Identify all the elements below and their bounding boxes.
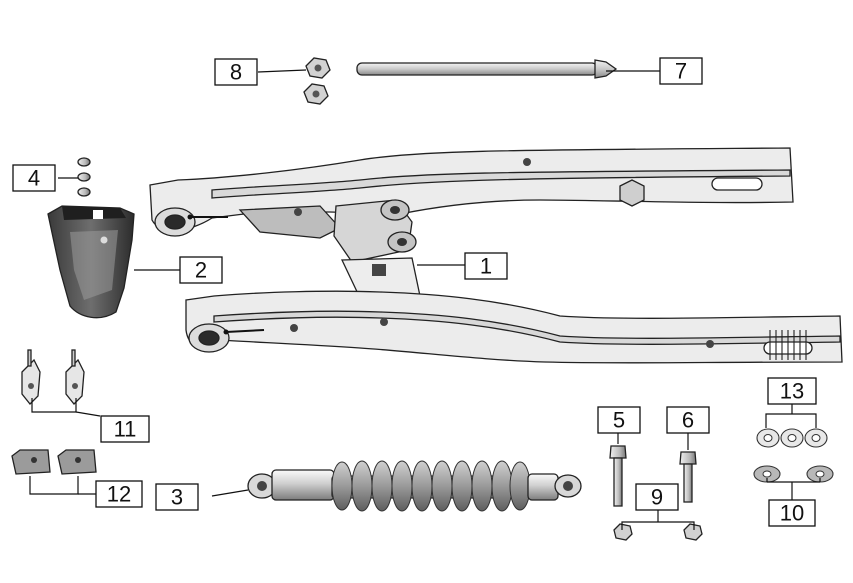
thin-washers bbox=[756, 428, 828, 448]
callout-6: 6 bbox=[666, 406, 710, 434]
svg-text:8: 8 bbox=[230, 60, 242, 85]
svg-text:9: 9 bbox=[651, 485, 663, 510]
svg-text:5: 5 bbox=[613, 408, 625, 433]
shock-nuts bbox=[613, 523, 703, 541]
swingarm bbox=[149, 147, 843, 364]
chain-guard bbox=[47, 205, 135, 319]
svg-text:6: 6 bbox=[682, 408, 694, 433]
svg-text:11: 11 bbox=[114, 417, 137, 442]
svg-text:4: 4 bbox=[28, 166, 40, 191]
callout-12: 12 bbox=[95, 480, 143, 508]
callout-8: 8 bbox=[214, 58, 258, 86]
short-bolt bbox=[679, 451, 697, 503]
callout-10: 10 bbox=[768, 499, 816, 527]
chain-adjusters bbox=[21, 349, 85, 405]
callout-13: 13 bbox=[767, 377, 817, 405]
callout-11: 11 bbox=[100, 415, 150, 443]
svg-text:7: 7 bbox=[675, 59, 687, 84]
callout-4: 4 bbox=[12, 164, 56, 192]
svg-text:1: 1 bbox=[480, 254, 492, 279]
shock-absorber bbox=[247, 460, 582, 512]
small-nuts bbox=[77, 157, 91, 197]
axle-rod bbox=[356, 59, 618, 79]
rubber-blocks bbox=[11, 449, 97, 475]
callout-9: 9 bbox=[635, 483, 679, 511]
callout-3: 3 bbox=[155, 483, 199, 511]
callout-7: 7 bbox=[659, 57, 703, 85]
callout-1: 1 bbox=[464, 252, 508, 280]
svg-text:3: 3 bbox=[171, 485, 183, 510]
axle-nuts bbox=[303, 57, 331, 105]
svg-text:2: 2 bbox=[195, 258, 207, 283]
svg-text:12: 12 bbox=[107, 482, 131, 507]
svg-text:10: 10 bbox=[780, 501, 804, 526]
leader-lines bbox=[29, 69, 821, 530]
svg-text:13: 13 bbox=[780, 379, 804, 404]
long-bolt bbox=[609, 445, 627, 507]
callout-5: 5 bbox=[597, 406, 641, 434]
callout-2: 2 bbox=[179, 256, 223, 284]
thick-washers bbox=[753, 465, 834, 483]
